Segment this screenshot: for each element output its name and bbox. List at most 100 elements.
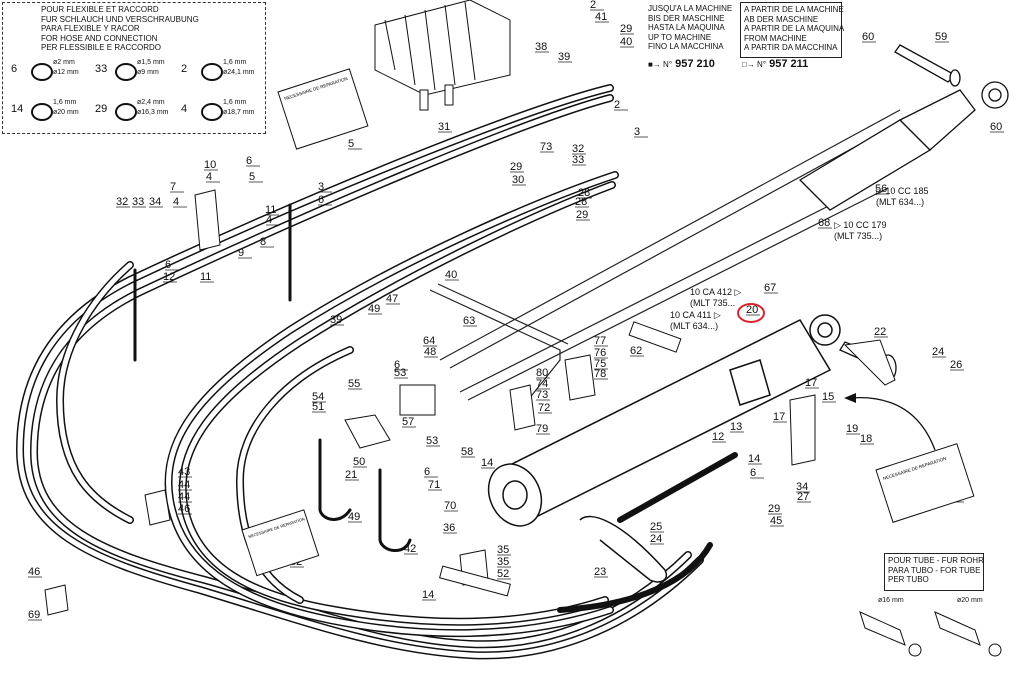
legend_hose.title_lines-line: POUR FLEXIBLE ET RACCORD — [41, 5, 159, 14]
callout-number: 78 — [594, 368, 606, 380]
tube-d1: ø16 mm — [878, 597, 904, 604]
callout-number: 64 — [423, 335, 435, 347]
callout-number: 6 — [318, 194, 324, 206]
until_box.lines-line: HASTA LA MAQUINA — [648, 23, 725, 32]
callout-number: 44 — [178, 491, 190, 503]
tube_box.lines-line: PER TUBO — [888, 575, 929, 584]
callout-number: 70 — [444, 500, 456, 512]
callout-number: 46 — [178, 503, 190, 515]
callout-number: 36 — [443, 522, 455, 534]
hose-bundle — [15, 84, 738, 660]
from_box.lines-line: A PARTIR DA MACCHINA — [744, 43, 838, 52]
callout-number: 73 — [540, 141, 552, 153]
callout-number: 6 — [246, 155, 252, 167]
callout-number: 29 — [510, 161, 522, 173]
callout-number: 77 — [594, 335, 606, 347]
callout-number: 75 — [594, 358, 606, 370]
callout-number: 60 — [862, 31, 874, 43]
o-ring-icon — [31, 63, 53, 81]
callout-number: 3 — [634, 126, 640, 138]
callout-number: 45 — [770, 515, 782, 527]
callout-number: 6 — [394, 359, 400, 371]
callout-number: 33 — [572, 154, 584, 166]
dimension-1: 1,6 mm — [223, 99, 247, 106]
callout-number: 12 — [163, 271, 175, 283]
callout-number: 41 — [595, 11, 607, 23]
machine-ref: ▷ 10 CC 179 (MLT 735...) — [834, 220, 887, 241]
callout-number: 50 — [353, 456, 365, 468]
callout-number: 43 — [178, 466, 190, 478]
callout-number: 24 — [932, 346, 944, 358]
callout-number: 46 — [28, 566, 40, 578]
callout-number: 29 — [576, 209, 588, 221]
tube-connectors — [859, 611, 1002, 657]
callout-number: 17 — [773, 411, 785, 423]
callout-number: 49 — [368, 303, 380, 315]
callout-number: 14 — [422, 589, 434, 601]
callout-number: 4 — [206, 171, 212, 183]
callout-number: 39 — [330, 314, 342, 326]
ref-number: 2 — [181, 63, 188, 75]
callout-number: 47 — [386, 293, 398, 305]
callout-number: 80 — [536, 367, 548, 379]
dimension-2: ø16,3 mm — [137, 109, 169, 116]
callout-number: 62 — [630, 345, 642, 357]
callout-number: 3 — [318, 181, 324, 193]
callout-number: 60 — [990, 121, 1002, 133]
repair-kit-21: NECESSAIRE DE REPARATION — [277, 68, 369, 150]
callout-number: 11 — [265, 204, 276, 216]
callout-number: 11 — [200, 271, 211, 283]
callout-number: 68 — [818, 217, 830, 229]
ref-number: 6 — [11, 63, 18, 75]
callout-number: 18 — [860, 433, 872, 445]
callout-number: 9 — [238, 247, 244, 259]
from_box.lines-line: FROM MACHINE — [744, 33, 807, 43]
callout-number: 35 — [497, 556, 509, 568]
callout-number: 57 — [402, 416, 414, 428]
callout-number: 33 — [132, 196, 144, 208]
until-machine-number: ■→ N° 957 210 — [648, 58, 715, 70]
callout-number: 14 — [748, 453, 760, 465]
callout-number: 17 — [805, 377, 817, 389]
callout-number: 79 — [536, 423, 548, 435]
callout-number: 53 — [394, 367, 406, 379]
callout-number: 35 — [497, 544, 509, 556]
callout-number: 34 — [149, 196, 161, 208]
callout-number: 71 — [428, 479, 440, 491]
callout-number: 2 — [590, 0, 596, 11]
left-block — [44, 189, 896, 616]
callout-number: 58 — [461, 446, 473, 458]
from-symbol: □→ N° — [742, 60, 767, 69]
callout-number: 40 — [620, 36, 632, 48]
callout-number: 24 — [650, 533, 662, 545]
callout-number: 32 — [116, 196, 128, 208]
legend_hose.title_lines-line: FUR SCHLAUCH UND VERSCHRAUBUNG — [41, 14, 199, 24]
callout-number: 19 — [846, 423, 858, 435]
from_box.lines-line: AB DER MASCHINE — [744, 14, 819, 24]
callout-number: 76 — [594, 347, 606, 359]
dimension-1: 1,6 mm — [53, 99, 77, 106]
callout-number: 30 — [512, 174, 524, 186]
dimension-2: ø12 mm — [53, 69, 79, 76]
repair-kit-52: NECESSAIRE DE REPARATION — [241, 509, 320, 577]
callout-number: 39 — [558, 51, 570, 63]
until-symbol: ■→ N° — [648, 60, 673, 69]
dimension-2: ø24,1 mm — [223, 69, 255, 76]
callout-number: 69 — [28, 609, 40, 621]
callout-number: 48 — [424, 346, 436, 358]
callout-number: 44 — [178, 479, 190, 491]
o-ring-icon — [201, 63, 223, 81]
pointer-arrow — [849, 396, 936, 451]
machine-ref: 10 CA 412 ▷ (MLT 735... — [690, 287, 742, 308]
callout-number: 63 — [463, 315, 475, 327]
callout-number: 29 — [768, 503, 780, 515]
callout-number: 6 — [424, 466, 430, 478]
